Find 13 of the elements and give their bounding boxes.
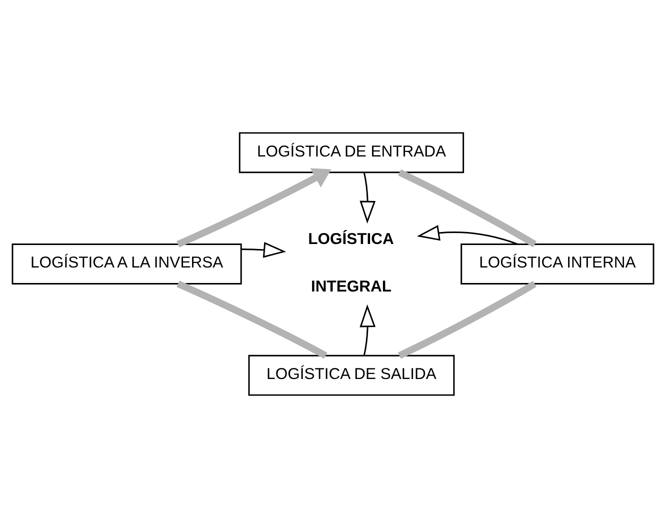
arrow <box>241 242 286 258</box>
node-text: LOGÍSTICA INTEGRAL <box>308 230 394 295</box>
node-box: LOGÍSTICA A LA INVERSA <box>12 243 242 284</box>
node-box: LOGÍSTICA INTERNA <box>460 243 654 284</box>
arrow <box>360 304 376 356</box>
connector <box>398 280 536 358</box>
node-box: LOGÍSTICA DE ENTRADA <box>238 132 464 173</box>
connector <box>176 280 328 358</box>
arrow <box>360 172 376 224</box>
node-box: LOGÍSTICA DE SALIDA <box>248 354 455 396</box>
arrow <box>176 168 332 247</box>
arrow <box>416 224 518 244</box>
connector <box>398 168 537 247</box>
